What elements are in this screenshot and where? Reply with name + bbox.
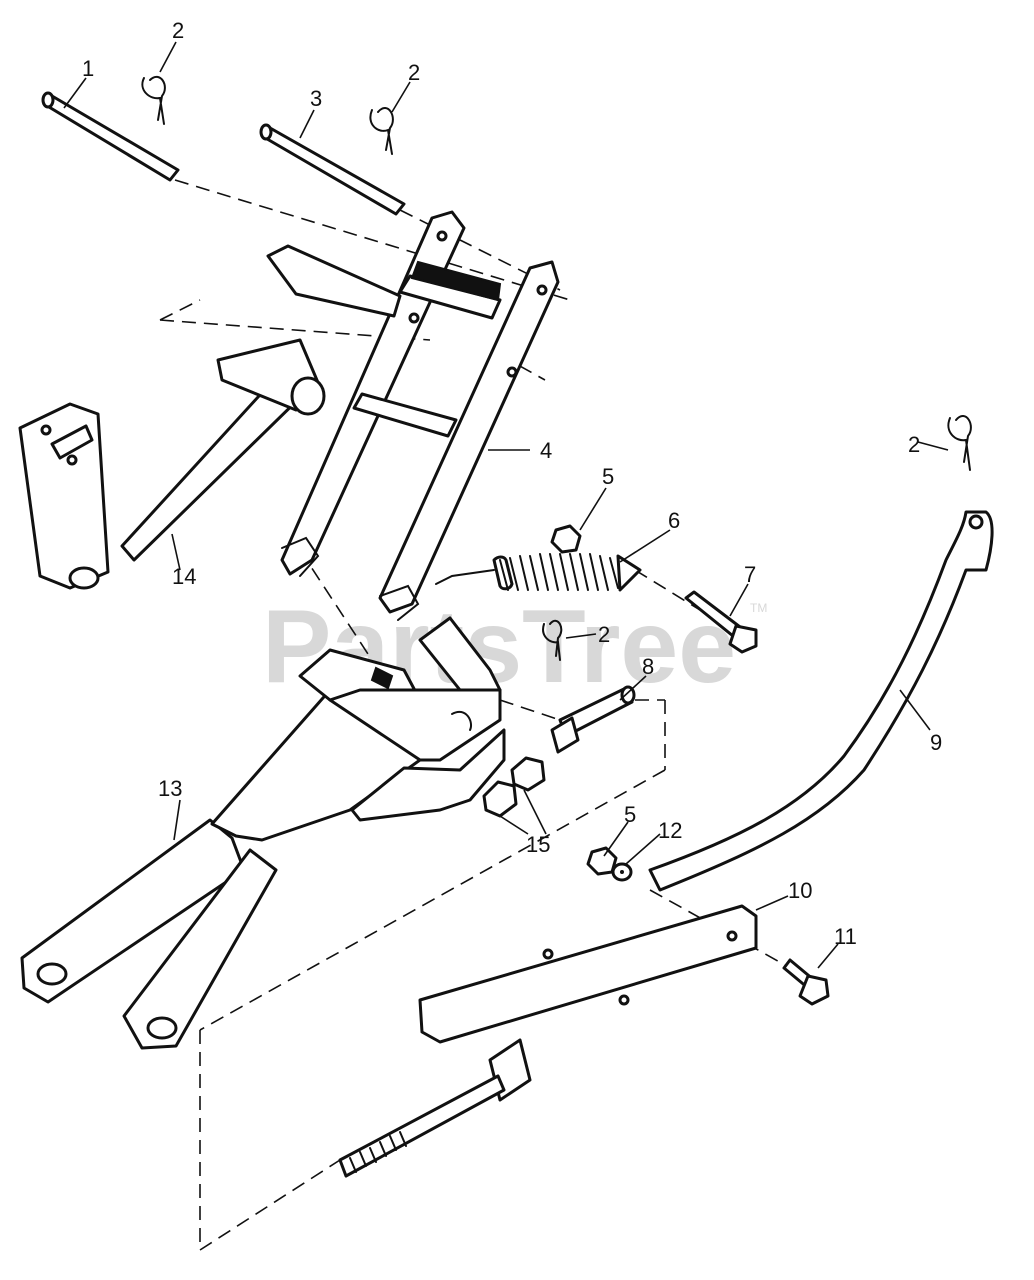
part-4-lift-frame bbox=[266, 210, 560, 621]
part-2-hairpin-d bbox=[542, 619, 563, 661]
callout-2-a: 2 bbox=[172, 18, 184, 43]
part-2-hairpin-c bbox=[947, 415, 972, 471]
alignment-lines bbox=[159, 179, 786, 1251]
callout-2-d: 2 bbox=[908, 432, 920, 457]
watermark-tm: TM bbox=[750, 601, 767, 615]
callout-leaders bbox=[63, 41, 949, 969]
part-10-adjusting-link bbox=[418, 904, 758, 1044]
callout-5-b: 5 bbox=[624, 802, 636, 827]
part-8-pin bbox=[550, 685, 636, 754]
part-5-nut-upper bbox=[550, 524, 582, 554]
threaded-rod bbox=[338, 1038, 532, 1178]
callout-8: 8 bbox=[642, 654, 654, 679]
part-11-bolt bbox=[782, 958, 830, 1006]
callout-12: 12 bbox=[658, 818, 682, 843]
part-9-lift-rod bbox=[648, 510, 994, 892]
callout-11: 11 bbox=[834, 924, 857, 949]
callout-13: 13 bbox=[158, 776, 182, 801]
callout-3: 3 bbox=[310, 86, 322, 111]
callout-6: 6 bbox=[668, 508, 680, 533]
callout-4: 4 bbox=[540, 438, 552, 463]
callout-1: 1 bbox=[82, 56, 94, 81]
callout-14: 14 bbox=[172, 564, 196, 589]
part-15-nut-a bbox=[482, 780, 518, 818]
part-1-pin bbox=[41, 91, 180, 182]
part-12-washer bbox=[611, 862, 633, 882]
part-2-hairpin-b bbox=[369, 107, 394, 155]
callout-2-b: 2 bbox=[408, 60, 420, 85]
callout-10: 10 bbox=[788, 878, 812, 903]
callout-9: 9 bbox=[930, 730, 942, 755]
part-14-crank-arm bbox=[18, 338, 326, 590]
callout-15: 15 bbox=[526, 832, 550, 857]
part-6-spring bbox=[435, 553, 642, 592]
part-13-hitch-frame bbox=[20, 616, 506, 1050]
part-2-hairpin-a bbox=[141, 75, 166, 125]
part-3-pin bbox=[259, 123, 406, 216]
callout-7: 7 bbox=[744, 562, 756, 587]
callout-labels: 1 2 3 2 4 14 5 6 7 2 8 13 15 5 12 2 9 10… bbox=[82, 18, 942, 949]
callout-5-a: 5 bbox=[602, 464, 614, 489]
part-7-bolt bbox=[684, 590, 758, 654]
part-15-nut-b bbox=[510, 756, 546, 792]
callout-2-c: 2 bbox=[598, 622, 610, 647]
